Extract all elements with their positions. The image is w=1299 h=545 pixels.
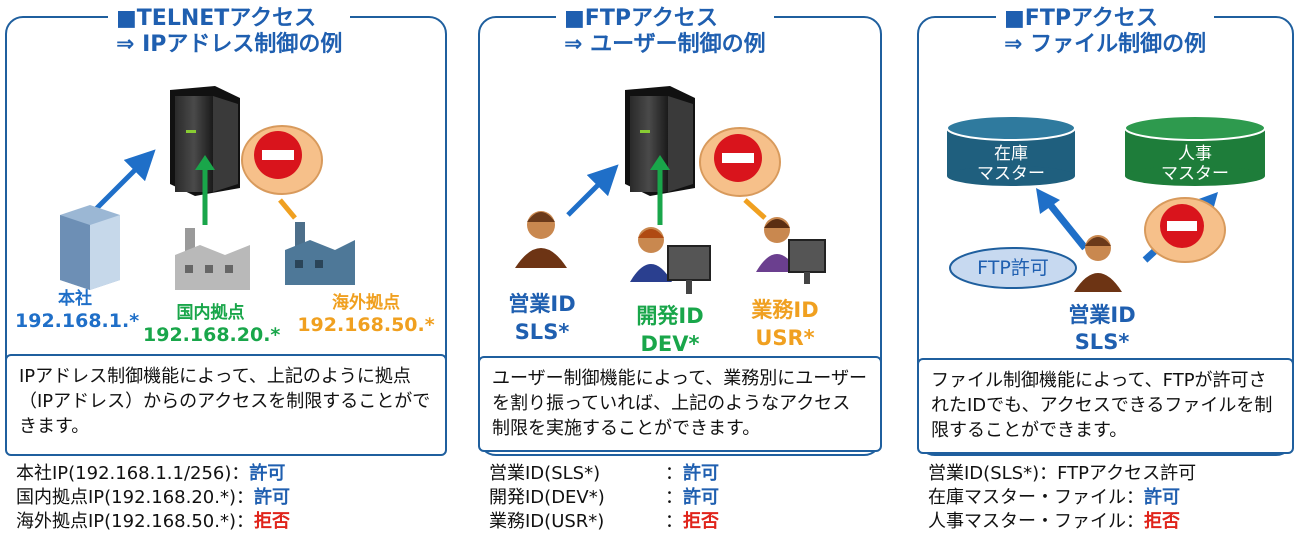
ftp-file-diagram [946, 115, 1266, 292]
panel-telnet-title-line1: ■TELNETアクセス [116, 6, 317, 31]
panel-ftp-user-title-line2: ⇒ ユーザー制御の例 [564, 32, 766, 57]
label-sales-id: SLS* [514, 320, 570, 344]
label-hq-ip: 192.168.1.* [15, 310, 140, 332]
ftp-user-rule-2-label: 業務ID(USR*) [489, 511, 605, 532]
label-ops-name: 業務ID [751, 298, 819, 322]
ftp-user-rule-1-result: 許可 [683, 487, 719, 508]
telnet-rule-2-label: 海外拠点IP(192.168.50.*)： [16, 511, 254, 532]
db-hr-label-line1: 人事 [1178, 144, 1212, 164]
db-hr-label-line2: マスター [1161, 164, 1229, 184]
panel-ftp-user-description: ユーザー制御機能によって、業務別にユーザーを割り振っていれば、上記のようなアクセ… [478, 356, 882, 452]
ftp-allow-bubble-label: FTP許可 [977, 257, 1049, 279]
label-domestic-ip: 192.168.20.* [143, 324, 281, 346]
db-hr-label: 人事 マスター [1125, 144, 1265, 184]
label-ops-id: USR* [755, 326, 815, 350]
factory-icon-overseas [285, 222, 355, 285]
ftp-file-rule-2-label: 人事マスター・ファイル： [928, 511, 1144, 532]
ftp-file-rule-0: 営業ID(SLS*)：FTPアクセス許可 [928, 463, 1197, 484]
panel-ftp-file-title-line1: ■FTPアクセス [1004, 6, 1158, 31]
ftp-file-rule-2: 人事マスター・ファイル：拒否 [928, 510, 1180, 534]
telnet-rule-1-result: 許可 [254, 487, 290, 508]
stop-hand-icon [1144, 197, 1226, 263]
telnet-rule-0: 本社IP(192.168.1.1/256)：許可 [16, 462, 285, 486]
arrow-hq [93, 149, 156, 212]
panel-ftp-file-title-line2: ⇒ ファイル制御の例 [1004, 32, 1207, 57]
person-icon-dev [630, 227, 711, 294]
panel-telnet-description: IPアドレス制御機能によって、上記のように拠点（IPアドレス）からのアクセスを制… [5, 354, 447, 456]
ftp-allow-bubble [949, 247, 1077, 289]
arrow-sales [566, 164, 619, 217]
panel-ftp-user-title: ■FTPアクセス ⇒ ユーザー制御の例 [556, 6, 774, 58]
telnet-rule-0-label: 本社IP(192.168.1.1/256)： [16, 463, 250, 484]
telnet-diagram [60, 86, 355, 290]
telnet-rule-2: 海外拠点IP(192.168.50.*)：拒否 [16, 510, 290, 534]
label-overseas-name: 海外拠点 [332, 293, 400, 313]
panel-ftp-user-title-line1: ■FTPアクセス [564, 6, 718, 31]
label-file-user: 営業ID SLS* [1052, 302, 1152, 356]
arrow-to-inventory [1045, 199, 1088, 251]
ftp-user-rule-2-result: 拒否 [683, 511, 719, 532]
ftp-user-rule-0-label: 営業ID(SLS*) [489, 463, 601, 484]
panel-ftp-file-description: ファイル制御機能によって、FTPが許可されたIDでも、アクセスできるファイルを制… [917, 358, 1294, 454]
person-icon-sales [1074, 235, 1122, 292]
ftp-user-rule-1-sep: ： [665, 487, 683, 508]
ftp-user-rule-1-label: 開発ID(DEV*) [489, 487, 605, 508]
telnet-rule-1: 国内拠点IP(192.168.20.*)：許可 [16, 486, 290, 510]
label-sales: 営業ID SLS* [497, 290, 587, 346]
arrow-overseas [278, 198, 297, 220]
ftp-user-rule-0-result: 許可 [683, 463, 719, 484]
db-inventory-label-line1: 在庫 [994, 144, 1028, 164]
ftp-user-diagram [515, 86, 826, 294]
label-hq: 本社 192.168.1.* [15, 288, 140, 332]
person-icon-ops [756, 217, 826, 284]
label-domestic: 国内拠点 192.168.20.* [143, 302, 281, 346]
label-overseas: 海外拠点 192.168.50.* [296, 292, 436, 336]
database-icon-hr [1124, 115, 1266, 186]
label-dev-name: 開発ID [636, 304, 704, 328]
person-icon-sales [515, 211, 567, 268]
label-domestic-name: 国内拠点 [176, 303, 245, 323]
ftp-file-rule-2-result: 拒否 [1144, 511, 1180, 532]
stop-hand-icon [241, 125, 323, 195]
server-icon [170, 86, 240, 196]
panel-ftp-file-title: ■FTPアクセス ⇒ ファイル制御の例 [996, 6, 1215, 58]
building-icon [60, 205, 120, 290]
label-overseas-ip: 192.168.50.* [297, 314, 435, 336]
ftp-user-rule-0-sep: ： [665, 463, 683, 484]
label-dev-id: DEV* [640, 332, 700, 356]
label-hq-name: 本社 [58, 289, 92, 309]
telnet-rule-0-result: 許可 [249, 463, 286, 484]
database-icon-inventory [946, 115, 1076, 186]
label-ops: 業務ID USR* [740, 296, 830, 352]
ftp-user-rule-0: 営業ID(SLS*) ：許可 [489, 462, 719, 486]
telnet-rule-1-label: 国内拠点IP(192.168.20.*)： [16, 487, 254, 508]
arrow-ops [743, 198, 767, 220]
db-inventory-label: 在庫 マスター [947, 144, 1075, 184]
factory-icon-domestic [175, 228, 250, 290]
label-dev: 開発ID DEV* [625, 302, 715, 358]
ftp-file-rule-1: 在庫マスター・ファイル：許可 [928, 486, 1180, 510]
label-file-user-id: SLS* [1074, 330, 1130, 354]
ftp-user-rule-2-sep: ： [665, 511, 683, 532]
server-icon [625, 86, 695, 196]
ftp-file-rule-1-result: 許可 [1144, 487, 1180, 508]
ftp-user-rule-1: 開発ID(DEV*) ：許可 [489, 486, 719, 510]
telnet-rule-2-result: 拒否 [254, 511, 290, 532]
ftp-file-rule-1-label: 在庫マスター・ファイル： [928, 487, 1144, 508]
label-file-user-name: 営業ID [1068, 303, 1136, 327]
ftp-user-rule-2: 業務ID(USR*) ：拒否 [489, 510, 719, 534]
stop-hand-icon [699, 127, 781, 197]
panel-telnet-title-line2: ⇒ IPアドレス制御の例 [116, 32, 343, 57]
label-sales-name: 営業ID [508, 292, 576, 316]
db-inventory-label-line2: マスター [977, 164, 1045, 184]
panel-telnet-title: ■TELNETアクセス ⇒ IPアドレス制御の例 [108, 6, 351, 58]
